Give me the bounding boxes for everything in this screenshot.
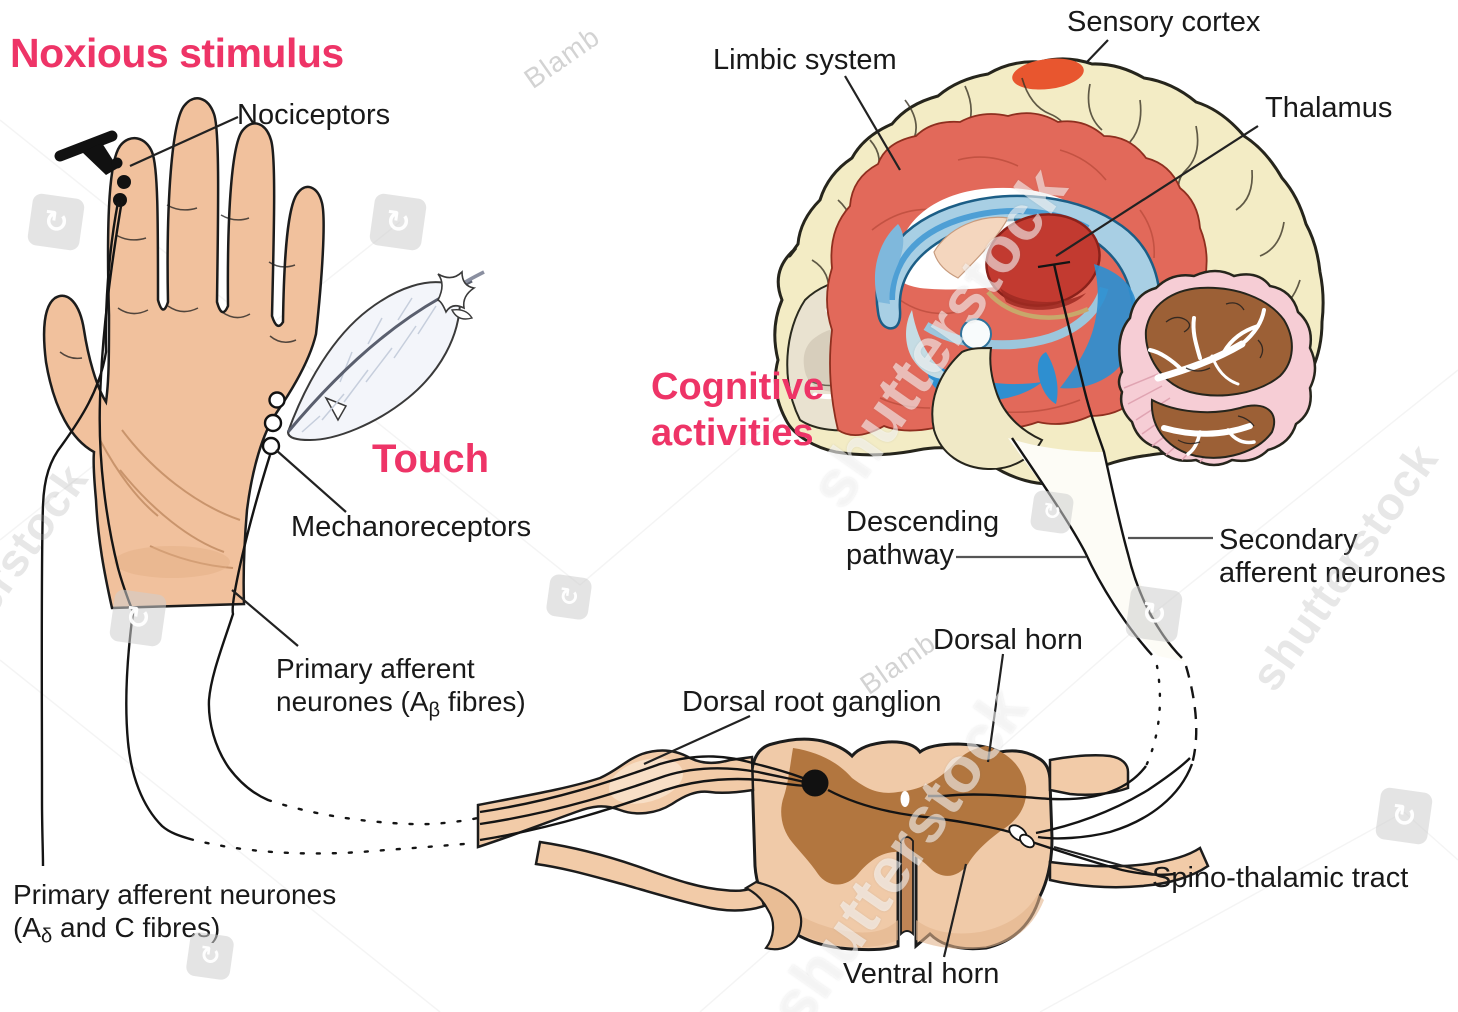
label-sensory-cortex: Sensory cortex (1067, 6, 1261, 38)
primary-ab-line2-post: fibres) (440, 686, 526, 717)
cognitive-line1: Cognitive (651, 366, 825, 408)
label-limbic-system: Limbic system (713, 44, 897, 76)
nerve-roots (476, 749, 1210, 951)
primary-ab-line2-pre: neurones (A (276, 686, 429, 717)
primary-ab-line2-sub: β (428, 699, 441, 722)
palm-shading (114, 546, 230, 578)
label-dorsal-horn: Dorsal horn (933, 624, 1083, 656)
primary-adc-line1: Primary afferent neurones (13, 879, 337, 910)
feather-barbs (301, 297, 437, 433)
limbic-pointer (844, 75, 901, 171)
ventral-fissure (900, 836, 914, 937)
primary-adc-line2-pre: (A (13, 912, 41, 943)
mechanoreceptors-pointer (275, 449, 347, 513)
shutterstock-logo-icon: ↻ (368, 192, 428, 252)
cognitive-line2: activities (651, 412, 814, 454)
heading-noxious-stimulus: Noxious stimulus (10, 30, 344, 76)
dorsal-horn-pointer (986, 653, 1005, 763)
ventral-root-loop (743, 880, 803, 951)
label-secondary-afferent: Secondary afferent neurones (1219, 524, 1446, 590)
central-canal (900, 791, 910, 807)
heading-touch: Touch (372, 437, 490, 481)
logo-arrows-glyph: ↻ (383, 203, 413, 241)
hand-illustration (42, 97, 325, 610)
secondary-line2: afferent neurones (1219, 557, 1446, 589)
logo-arrows-glyph: ↻ (197, 940, 223, 972)
shutterstock-logo-icon: ↻ (1124, 584, 1184, 644)
logo-arrows-glyph: ↻ (1139, 595, 1169, 633)
brainstem-pons (931, 346, 1044, 471)
synapse-swirl (1008, 824, 1035, 849)
second-order-neuron-soma (801, 769, 829, 797)
septum-region (933, 216, 1009, 279)
sensory-cortex-spot (1012, 58, 1084, 90)
nociceptors-pointer (129, 115, 239, 168)
primary-ab-line2: neurones (Aβ fibres) (276, 685, 526, 728)
secondary-line1: Secondary (1219, 524, 1358, 556)
pointer-lines (129, 39, 1259, 958)
label-primary-afferent-ab: Primary afferent neurones (Aβ fibres) (276, 652, 526, 728)
logo-arrows-glyph: ↻ (41, 203, 71, 241)
primary-adc-line2-sub: δ (41, 925, 53, 948)
label-primary-afferent-adc: Primary afferent neurones (Aδ and C fibr… (13, 878, 336, 954)
shutterstock-logo-icon: ↻ (185, 931, 235, 981)
cord-shading-right (916, 894, 1044, 949)
choroid-tan-arc (986, 290, 1089, 320)
pin-icon (54, 130, 118, 175)
palm-creases (99, 429, 241, 569)
dorsal-root-ganglion-bulge (609, 758, 683, 804)
shutterstock-logo-icon: ↻ (545, 573, 593, 621)
ventral-horn-pointer (942, 863, 968, 958)
mechanoreceptor-circles (261, 391, 286, 456)
label-nociceptors: Nociceptors (237, 99, 391, 131)
primary-adc-line2: (Aδ and C fibres) (13, 911, 336, 954)
label-ventral-horn: Ventral horn (843, 958, 1000, 990)
descending-line1: Descending (846, 506, 1000, 538)
spino-pointer (1053, 845, 1161, 878)
logo-arrows-glyph: ↻ (1389, 797, 1419, 835)
brain-illustration (773, 57, 1325, 662)
label-dorsal-root-ganglion: Dorsal root ganglion (682, 686, 942, 718)
label-descending-pathway: Descending pathway (846, 506, 999, 572)
label-thalamus: Thalamus (1265, 92, 1393, 124)
shutterstock-logo-icon: ↻ (108, 588, 168, 648)
logo-arrows-glyph: ↻ (557, 582, 581, 612)
shutterstock-logo-icon: ↻ (26, 192, 86, 252)
shutterstock-logo-icon: ↻ (1029, 489, 1075, 535)
label-mechanoreceptors: Mechanoreceptors (291, 511, 532, 543)
right-dorsal-stub (1048, 753, 1130, 796)
label-spino-thalamic-tract: Spino-thalamic tract (1152, 862, 1409, 894)
feather-icon (286, 270, 485, 442)
heading-cognitive-activities: Cognitive activities (651, 364, 824, 456)
fornix (923, 286, 1109, 350)
sensory-pointer (1085, 39, 1109, 64)
logo-arrows-glyph: ↻ (123, 599, 153, 637)
thalamus-pointer (1055, 125, 1259, 257)
descending-line2: pathway (846, 539, 955, 571)
primary-ab-line1: Primary afferent (276, 653, 475, 684)
primary-ab-pointer (231, 589, 299, 647)
shutterstock-logo-icon: ↻ (1374, 786, 1434, 846)
cerebellum (1117, 269, 1317, 467)
logo-arrows-glyph: ↻ (1041, 497, 1063, 526)
finger-creases (59, 204, 297, 360)
ventral-root-band (534, 840, 766, 912)
drg-pointer (643, 714, 751, 766)
